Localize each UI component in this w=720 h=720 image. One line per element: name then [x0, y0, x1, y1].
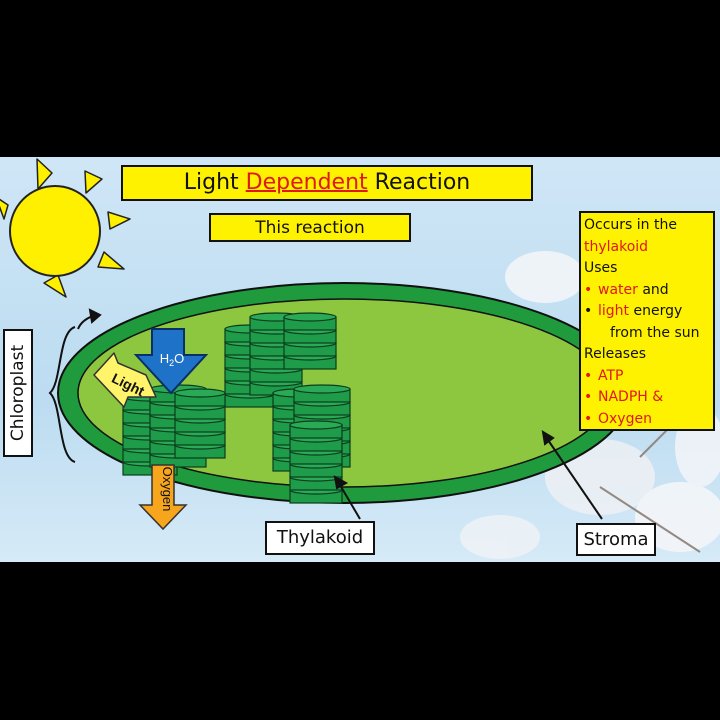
info-box: Occurs in the thylakoid Uses •water and … — [579, 211, 715, 431]
info-uses-item-water: •water and — [584, 281, 669, 298]
svg-text:H2O: H2O — [160, 351, 185, 368]
info-releases-label: Releases — [584, 346, 646, 362]
sun-icon — [0, 158, 131, 298]
water-arrow: H2O — [133, 328, 209, 395]
title-part1: Light — [183, 170, 246, 195]
oxygen-arrow: Oxygen — [138, 464, 188, 531]
info-occurs-where: thylakoid — [584, 238, 649, 255]
info-uses-label: Uses — [584, 260, 618, 276]
chloroplast-label: Chloroplast — [3, 329, 33, 457]
slide: H2O Light Oxygen Light Dependent Reactio… — [0, 157, 720, 562]
thylakoid-disc-top — [293, 384, 351, 394]
light-arrow: Light — [93, 352, 157, 408]
thylakoid-grana — [122, 312, 351, 504]
chloroplast-diagram: H2O Light Oxygen — [0, 158, 720, 559]
info-uses-item-light: •light energy — [584, 303, 683, 319]
info-occurs: Occurs in the — [584, 217, 677, 233]
thylakoid-disc-top — [174, 388, 226, 398]
thylakoid-label: Thylakoid — [265, 521, 375, 555]
title-highlight: Dependent — [245, 170, 368, 195]
oxygen-arrow-label: Oxygen — [160, 467, 175, 512]
info-release-atp: •ATP — [584, 367, 624, 384]
title-box: Light Dependent Reaction — [121, 165, 533, 201]
subtitle-box: This reaction — [209, 213, 411, 242]
info-uses-item-light-cont: from the sun — [610, 324, 700, 341]
thylakoid-disc-top — [289, 420, 343, 430]
label-pointers — [333, 430, 603, 520]
thylakoid-disc-top — [283, 312, 337, 322]
info-release-oxygen: •Oxygen — [584, 410, 652, 427]
title-part2: Reaction — [367, 170, 471, 195]
chloroplast-brace — [48, 308, 102, 463]
stroma-label: Stroma — [576, 523, 656, 556]
info-release-nadph: •NADPH & — [584, 389, 664, 405]
